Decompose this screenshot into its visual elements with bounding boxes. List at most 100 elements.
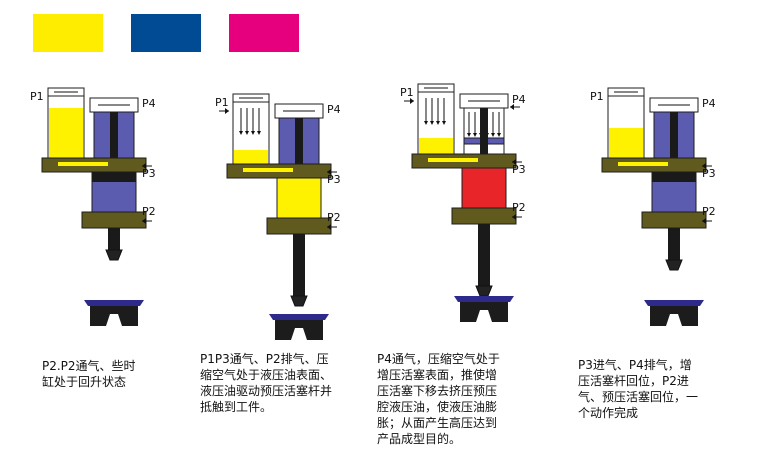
piston-rod [108, 228, 120, 250]
p1-inlet-arrow-head [225, 108, 229, 114]
p1-pressure-arrow-head [245, 131, 249, 135]
prepress-piston-head [652, 172, 696, 182]
p2-inlet-arrow-head [512, 214, 516, 220]
p1-pressure-arrow-head [424, 121, 428, 125]
oil-channel [618, 162, 668, 166]
oil-channel [58, 162, 108, 166]
die-block [275, 320, 323, 340]
p3-inlet-arrow-head [702, 163, 706, 169]
p1-pressure-arrow-head [442, 121, 446, 125]
p3-inlet-arrow-head [327, 169, 331, 175]
p3-inlet-arrow [512, 159, 522, 165]
stage-1-caption: P2.P2通气、些时 缸处于回升状态 [42, 359, 136, 389]
piston-rod [478, 224, 490, 286]
p4-label: P4 [327, 103, 341, 116]
p1-inlet-arrow [219, 108, 229, 114]
p2-label: P2 [702, 205, 716, 218]
p3-inlet-arrow [327, 169, 337, 175]
p3-inlet-arrow [702, 163, 712, 169]
rod-tip [475, 285, 493, 297]
lower-plate [266, 217, 332, 235]
p4-label: P4 [142, 97, 156, 110]
lower-plate [81, 211, 147, 229]
p1-oil [609, 128, 643, 160]
p1-inlet-arrow-head [410, 98, 414, 104]
booster-rod [670, 112, 678, 160]
rod-tip [290, 295, 308, 307]
die-top [269, 314, 329, 320]
p1-oil [419, 138, 453, 156]
p2-inlet-arrow-head [327, 224, 331, 230]
p1-label: P1 [400, 86, 414, 99]
p2-label: P2 [142, 205, 156, 218]
booster-rod [295, 118, 303, 166]
p2-label: P2 [327, 211, 341, 224]
p3-inlet-arrow [142, 163, 152, 169]
p1-oil [234, 150, 268, 166]
piston-rod [668, 228, 680, 260]
stage-2-caption: P1P3通气、P2排气、压 缩空气处于液压油表面、 液压油驱动预压活塞杆并 抵触… [200, 352, 333, 414]
p1-label: P1 [215, 96, 229, 109]
p4-pressure-arrow-head [491, 133, 495, 137]
prepress-piston-head [92, 172, 136, 182]
p4-inlet-arrow [510, 104, 520, 110]
p1-pressure-arrow-head [436, 121, 440, 125]
rod-tip [105, 249, 123, 261]
stage-4-caption: P3进气、P4排气，增 压活塞杆回位，P2进 气、预压活塞回位，一 个动作完成 [578, 358, 699, 420]
p2-label: P2 [512, 201, 526, 214]
p1-oil [49, 108, 83, 160]
die-top [454, 296, 514, 302]
color-legend [33, 14, 299, 52]
p3-label: P3 [142, 167, 156, 180]
die-block [460, 302, 508, 322]
p1-label: P1 [590, 90, 604, 103]
p2-inlet-arrow [327, 224, 337, 230]
rod-tip [665, 259, 683, 271]
p2-inlet-arrow [512, 214, 522, 220]
die-block [650, 306, 698, 326]
p3-label: P3 [702, 167, 716, 180]
legend-swatch-3 [229, 14, 299, 52]
die-top [84, 300, 144, 306]
p2-inlet-arrow-head [142, 218, 146, 224]
p1-pressure-arrow-head [430, 121, 434, 125]
legend-swatch-2 [131, 14, 201, 52]
die-block [90, 306, 138, 326]
stage-3-caption: P4通气，压缩空气处于 增压活塞表面，推使增 压活塞下移去挤压预压 腔液压油，使… [377, 352, 500, 446]
prepress-chamber [461, 167, 507, 209]
p4-label: P4 [702, 97, 716, 110]
oil-channel [243, 168, 293, 172]
oil-channel [428, 158, 478, 162]
p1-inlet-arrow [404, 98, 414, 104]
lower-plate [451, 207, 517, 225]
p1-label: P1 [30, 90, 44, 103]
p3-inlet-arrow-head [512, 159, 516, 165]
piston-rod [293, 234, 305, 296]
p1-pressure-arrow-head [257, 131, 261, 135]
p3-label: P3 [512, 163, 526, 176]
p1-pressure-arrow-head [251, 131, 255, 135]
p2-inlet-arrow-head [702, 218, 706, 224]
die-top [644, 300, 704, 306]
lower-plate [641, 211, 707, 229]
p4-label: P4 [512, 93, 526, 106]
p4-inlet-arrow-head [510, 104, 514, 110]
p4-pressure-arrow-head [473, 133, 477, 137]
legend-swatch-1 [33, 14, 103, 52]
p2-inlet-arrow [702, 218, 712, 224]
p2-inlet-arrow [142, 218, 152, 224]
p4-pressure-arrow-head [497, 133, 501, 137]
p1-pressure-arrow-head [239, 131, 243, 135]
p3-label: P3 [327, 173, 341, 186]
prepress-chamber [276, 177, 322, 219]
booster-rod [110, 112, 118, 160]
p4-pressure-arrow-head [467, 133, 471, 137]
booster-rod [480, 108, 488, 156]
p3-inlet-arrow-head [142, 163, 146, 169]
